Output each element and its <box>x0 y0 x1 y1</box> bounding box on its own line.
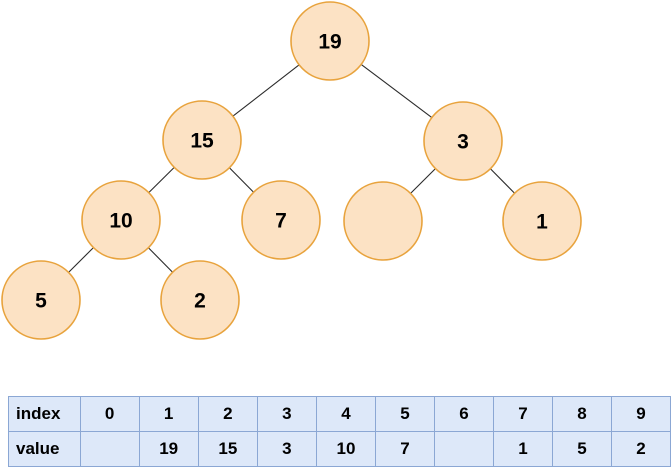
tree-node[interactable]: 10 <box>81 180 161 260</box>
value-cell: 3 <box>256 431 317 467</box>
tree-node-circle[interactable] <box>502 181 582 261</box>
index-cell: 5 <box>375 396 436 432</box>
tree-node[interactable]: 15 <box>162 100 242 180</box>
value-cell: 15 <box>197 431 258 467</box>
tree-edge <box>148 247 173 273</box>
index-cell: 7 <box>492 396 553 432</box>
tree-node-circle[interactable] <box>423 101 503 181</box>
tree-edge <box>148 167 175 193</box>
tree-node-label: 3 <box>457 131 469 154</box>
index-cell: 0 <box>79 396 140 432</box>
row-header-value: value <box>8 431 81 467</box>
value-cell: 7 <box>375 431 436 467</box>
tree-node-circle[interactable] <box>160 260 240 340</box>
tree-node-label: 15 <box>190 130 214 153</box>
tree-edge-group <box>68 63 515 273</box>
tree-node[interactable]: 5 <box>1 260 81 340</box>
tree-node[interactable]: 19 <box>290 1 370 81</box>
tree-node-label: 10 <box>109 210 132 233</box>
index-cell: 8 <box>551 396 612 432</box>
value-cell <box>434 431 494 467</box>
tree-node-circle[interactable] <box>1 260 81 340</box>
tree-node-label: 19 <box>318 31 341 54</box>
tree-edge <box>229 167 254 193</box>
tree-node[interactable]: 1 <box>502 181 582 261</box>
tree-node[interactable]: 7 <box>241 180 321 260</box>
row-header-index: index <box>8 396 81 432</box>
tree-node[interactable]: 3 <box>423 101 503 181</box>
tree-node-label: 5 <box>35 290 47 313</box>
value-cell: 1 <box>492 431 553 467</box>
index-cell: 9 <box>610 396 671 432</box>
index-cell: 6 <box>434 396 494 432</box>
tree-node-circle[interactable] <box>81 180 161 260</box>
index-cell: 2 <box>197 396 258 432</box>
index-cell: 1 <box>138 396 199 432</box>
tree-node-circle[interactable] <box>162 100 242 180</box>
tree-edge <box>490 168 515 194</box>
tree-node-circle[interactable] <box>343 181 423 261</box>
tree-node[interactable]: 2 <box>160 260 240 340</box>
tree-edge <box>410 168 436 194</box>
value-cell: 10 <box>315 431 377 467</box>
tree-node-label: 2 <box>194 290 206 313</box>
value-cell <box>79 431 140 467</box>
index-cell: 3 <box>256 396 317 432</box>
tree-node-label: 7 <box>275 210 287 233</box>
tree-edge <box>68 247 94 273</box>
value-cell: 5 <box>551 431 612 467</box>
tree-node-circle[interactable] <box>290 1 370 81</box>
tree-node[interactable] <box>343 181 423 261</box>
value-cell: 2 <box>610 431 671 467</box>
value-cell: 19 <box>138 431 199 467</box>
tree-node-circle[interactable] <box>241 180 321 260</box>
tree-edge <box>232 64 300 117</box>
tree-node-label: 1 <box>536 211 548 234</box>
index-cell: 4 <box>315 396 377 432</box>
tree-edge <box>360 63 433 119</box>
